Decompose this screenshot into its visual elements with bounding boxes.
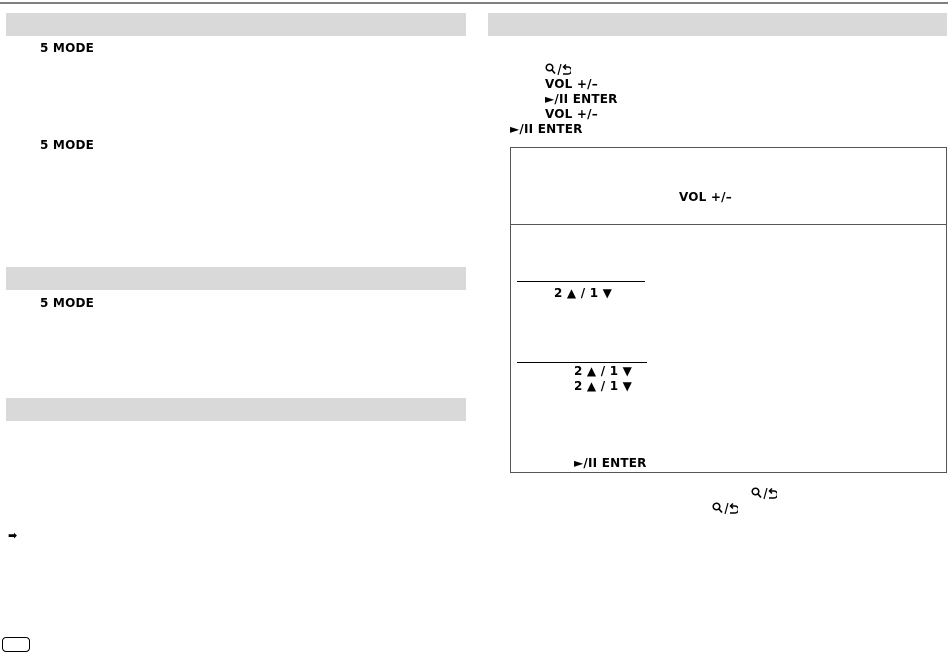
page-number-icon — [2, 637, 30, 652]
select-key-label-3: 2 ▲ / 1 ▼ — [574, 379, 633, 393]
top-rule — [0, 2, 948, 4]
mode-button-label-3: 5 MODE — [40, 296, 95, 310]
box-vol-button-label: VOL +/– — [679, 190, 732, 204]
divider-line-2 — [517, 362, 647, 363]
section-bar-1 — [6, 13, 466, 36]
vol-button-label-1: VOL +/– — [545, 77, 598, 91]
mode-button-label-1: 5 MODE — [40, 41, 95, 55]
section-bar-right — [488, 13, 947, 36]
mode-button-label-2: 5 MODE — [40, 138, 95, 152]
enter-button-label-2: ►/II ENTER — [510, 122, 583, 136]
search-back-icon — [712, 500, 740, 515]
info-box-bottom — [510, 224, 947, 473]
enter-button-label-1: ►/II ENTER — [545, 92, 618, 106]
divider-line-1 — [517, 281, 645, 282]
search-back-icon — [751, 485, 779, 500]
arrow-right-icon: ➡ — [8, 529, 18, 542]
section-bar-2 — [6, 267, 466, 290]
select-key-label-2: 2 ▲ / 1 ▼ — [574, 364, 633, 378]
box-enter-button-label: ►/II ENTER — [574, 456, 647, 470]
vol-button-label-2: VOL +/– — [545, 107, 598, 121]
search-back-icon — [545, 61, 573, 76]
select-key-label-1: 2 ▲ / 1 ▼ — [554, 286, 613, 300]
section-bar-3 — [6, 398, 466, 421]
info-box-top — [510, 147, 947, 225]
